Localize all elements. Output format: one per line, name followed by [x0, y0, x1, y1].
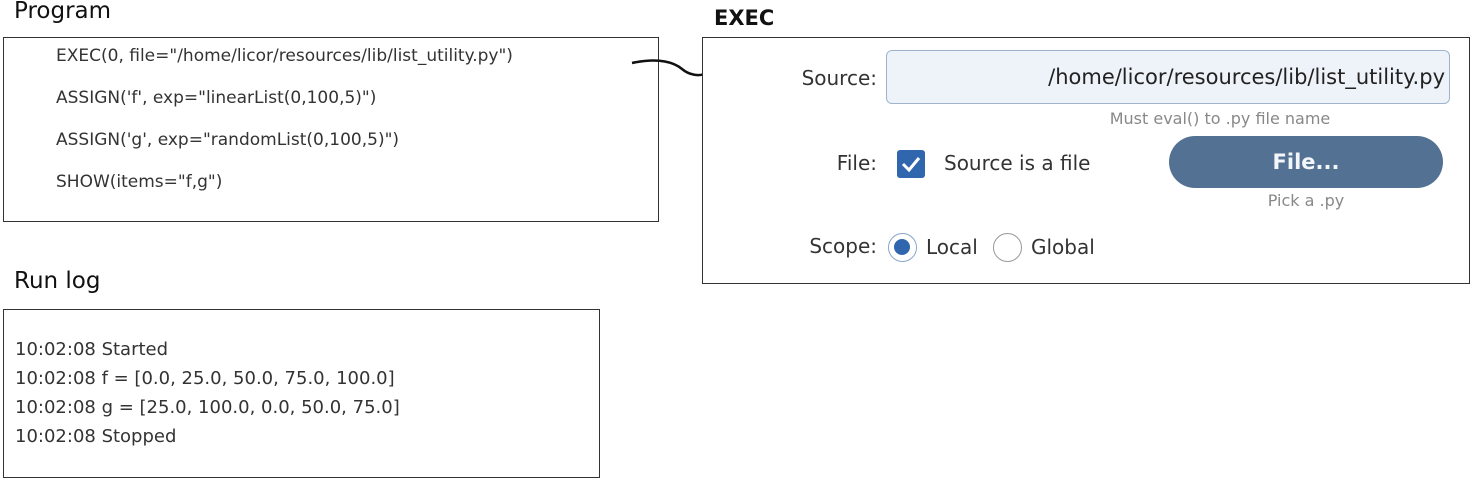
- scope-label: Scope:: [809, 234, 877, 258]
- source-input[interactable]: /home/licor/resources/lib/list_utility.p…: [886, 50, 1450, 104]
- log-line: 10:02:08 f = [0.0, 25.0, 50.0, 75.0, 100…: [15, 368, 395, 389]
- program-line[interactable]: SHOW(items="f,g"): [56, 172, 223, 192]
- program-line[interactable]: EXEC(0, file="/home/licor/resources/lib/…: [56, 46, 513, 66]
- program-title: Program: [14, 0, 112, 24]
- run-log-title: Run log: [14, 268, 101, 294]
- connector-line: [631, 59, 707, 77]
- file-picker-hint: Pick a .py: [1267, 191, 1345, 210]
- scope-local-radio[interactable]: [888, 233, 917, 262]
- program-line[interactable]: ASSIGN('f', exp="linearList(0,100,5)"): [56, 88, 377, 108]
- scope-local-label[interactable]: Local: [926, 235, 978, 259]
- exec-panel-title: EXEC: [714, 6, 775, 30]
- source-label: Source:: [801, 66, 877, 90]
- scope-global-label[interactable]: Global: [1031, 235, 1095, 259]
- exec-panel: Source: /home/licor/resources/lib/list_u…: [702, 37, 1470, 284]
- file-label: File:: [836, 151, 877, 175]
- scope-global-radio[interactable]: [993, 233, 1022, 262]
- run-log: 10:02:08 Started 10:02:08 f = [0.0, 25.0…: [3, 309, 600, 478]
- program-listing: EXEC(0, file="/home/licor/resources/lib/…: [3, 37, 659, 222]
- checkmark-icon: [901, 157, 921, 173]
- program-line[interactable]: ASSIGN('g', exp="randomList(0,100,5)"): [56, 130, 400, 150]
- log-line: 10:02:08 Stopped: [15, 426, 177, 447]
- source-is-file-checkbox[interactable]: [897, 150, 925, 178]
- log-line: 10:02:08 Started: [15, 339, 169, 360]
- file-picker-button[interactable]: File...: [1169, 136, 1443, 188]
- log-line: 10:02:08 g = [25.0, 100.0, 0.0, 50.0, 75…: [15, 397, 400, 418]
- source-hint: Must eval() to .py file name: [1109, 109, 1331, 128]
- source-is-file-label[interactable]: Source is a file: [944, 151, 1091, 175]
